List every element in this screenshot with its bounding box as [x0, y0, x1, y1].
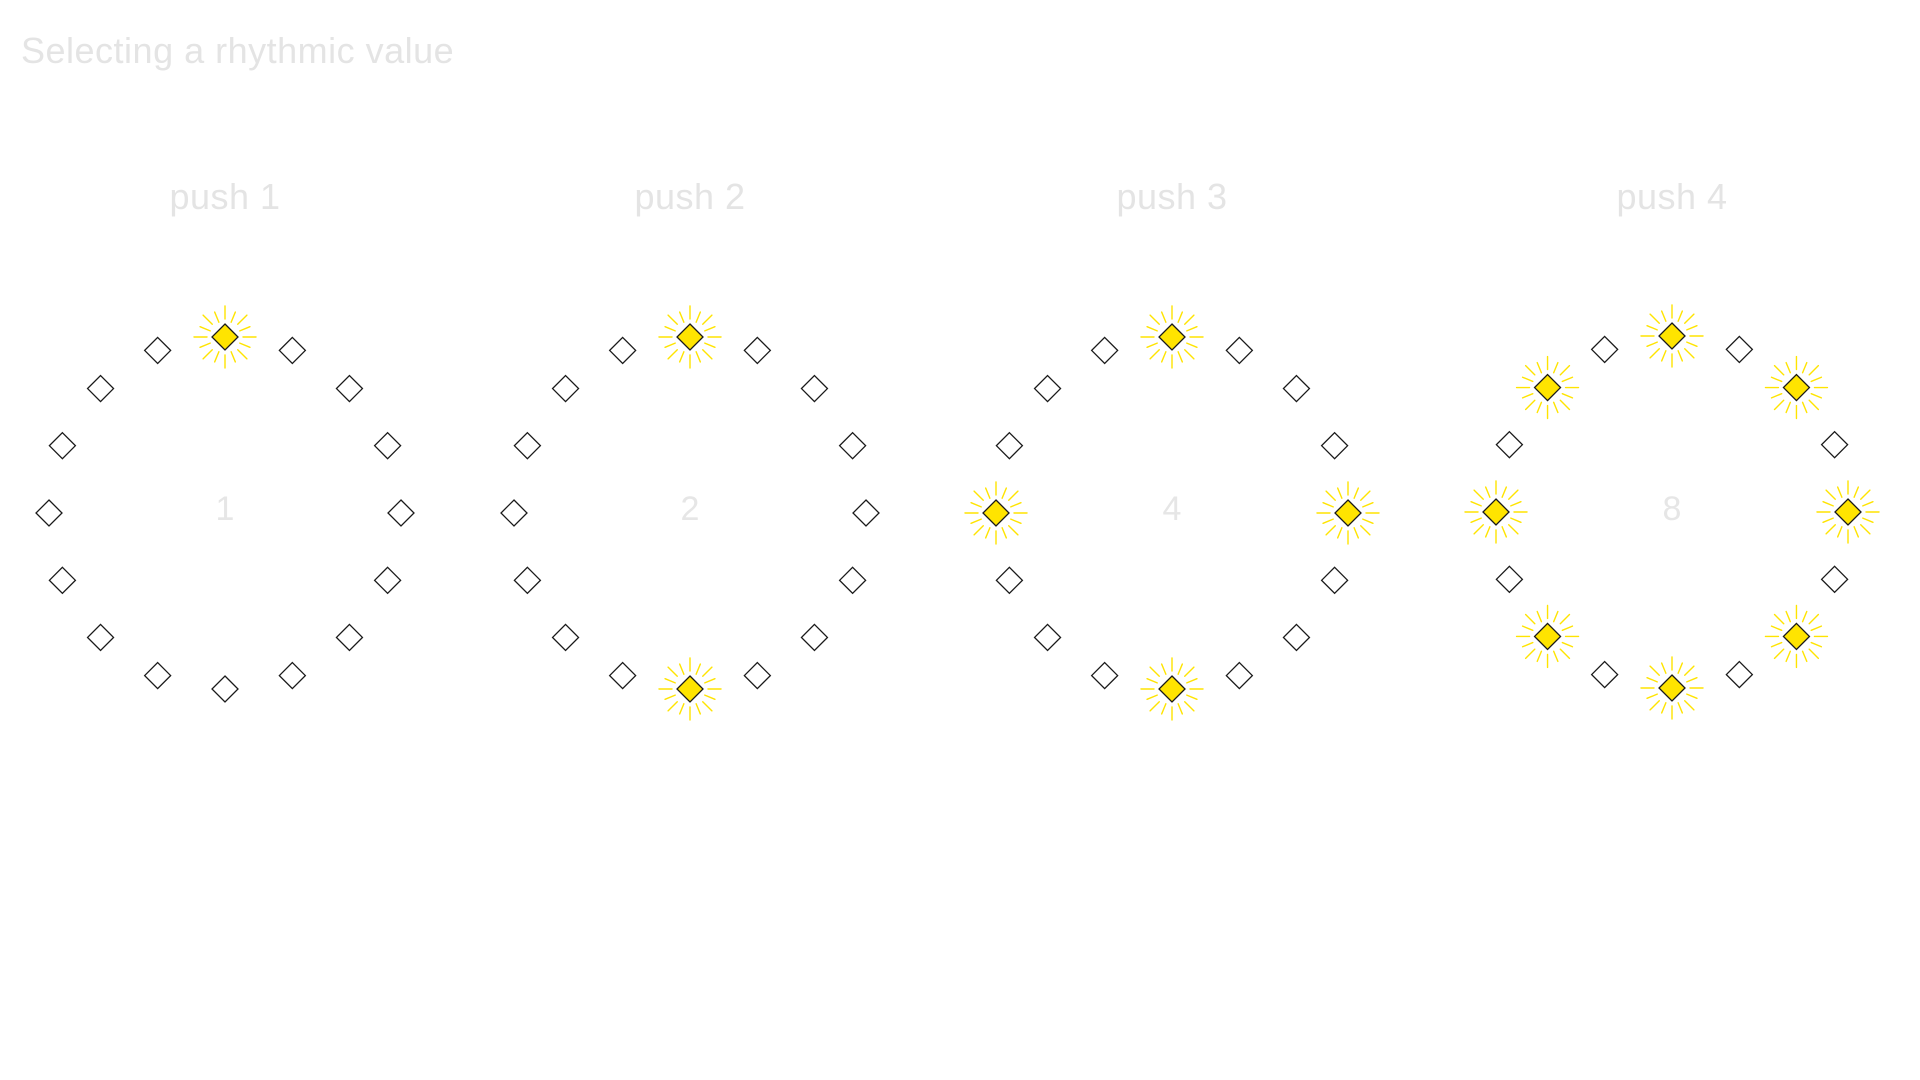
- step-indicator: [800, 374, 829, 403]
- step-indicator: [373, 566, 402, 595]
- step-indicator-lit: [1658, 674, 1686, 702]
- glow-rays: [1316, 481, 1380, 545]
- step-indicator: [1495, 565, 1524, 594]
- step-indicator: [838, 566, 867, 595]
- step-indicator: [1725, 660, 1754, 689]
- step-indicator: [1320, 566, 1349, 595]
- step-indicator-lit: [676, 323, 704, 351]
- step-indicator: [143, 661, 172, 690]
- glow-rays: [1464, 480, 1528, 544]
- step-indicator-lit: [1482, 498, 1510, 526]
- step-indicator: [1320, 431, 1349, 460]
- step-indicator: [1090, 336, 1119, 365]
- panel-label-push-4: push 4: [1616, 176, 1728, 217]
- step-ring-3: [964, 305, 1380, 721]
- step-indicator-lit: [1533, 622, 1562, 651]
- step-indicator: [1495, 430, 1524, 459]
- glow-rays: [1515, 604, 1580, 669]
- glow-rays: [1764, 604, 1829, 669]
- ring-value-1: 1: [215, 490, 235, 528]
- step-ring-1: [35, 305, 415, 703]
- panel-label-push-2: push 2: [634, 176, 746, 217]
- step-indicator: [211, 675, 239, 703]
- step-indicator-lit: [1334, 499, 1362, 527]
- step-indicator: [278, 661, 307, 690]
- step-indicator-lit: [1533, 373, 1562, 402]
- glow-rays: [1816, 480, 1880, 544]
- step-indicator: [500, 499, 528, 527]
- glow-rays: [1140, 305, 1204, 369]
- step-indicator: [48, 566, 77, 595]
- step-indicator-lit: [1782, 373, 1811, 402]
- ring-value-2: 2: [680, 490, 700, 528]
- step-indicator: [335, 374, 364, 403]
- glow-rays: [658, 657, 722, 721]
- panel-label-push-1: push 1: [169, 176, 281, 217]
- step-indicator-lit: [676, 675, 704, 703]
- step-indicator: [1820, 565, 1849, 594]
- step-indicator-lit: [1834, 498, 1862, 526]
- step-indicator: [513, 566, 542, 595]
- step-indicator-lit: [1158, 675, 1186, 703]
- step-indicator: [335, 623, 364, 652]
- step-indicator: [1033, 623, 1062, 652]
- panel-label-push-3: push 3: [1116, 176, 1228, 217]
- step-indicator: [278, 336, 307, 365]
- step-indicator: [387, 499, 415, 527]
- step-indicator: [743, 661, 772, 690]
- step-indicator: [48, 431, 77, 460]
- glow-rays: [1140, 657, 1204, 721]
- step-ring-2: [500, 305, 880, 721]
- glow-rays: [1515, 355, 1580, 420]
- glow-rays: [964, 481, 1028, 545]
- step-indicator: [1725, 335, 1754, 364]
- ring-value-3: 4: [1162, 490, 1182, 528]
- glow-rays: [193, 305, 257, 369]
- step-indicator: [743, 336, 772, 365]
- page-title: Selecting a rhythmic value: [21, 30, 455, 71]
- step-indicator: [1590, 335, 1619, 364]
- step-indicator-lit: [1782, 622, 1811, 651]
- step-indicator: [1282, 623, 1311, 652]
- step-ring-4: [1464, 304, 1880, 720]
- step-indicator: [608, 661, 637, 690]
- step-indicator: [86, 374, 115, 403]
- step-indicator: [1225, 661, 1254, 690]
- step-indicator: [513, 431, 542, 460]
- step-indicator: [551, 374, 580, 403]
- step-indicator: [800, 623, 829, 652]
- glow-rays: [1640, 656, 1704, 720]
- glow-rays: [658, 305, 722, 369]
- step-indicator: [551, 623, 580, 652]
- step-indicator-lit: [211, 323, 239, 351]
- step-indicator: [1282, 374, 1311, 403]
- step-indicator: [838, 431, 867, 460]
- ring-value-4: 8: [1662, 490, 1682, 528]
- step-indicator: [995, 566, 1024, 595]
- glow-rays: [1764, 355, 1829, 420]
- step-indicator: [1033, 374, 1062, 403]
- step-indicator: [1090, 661, 1119, 690]
- step-indicator-lit: [1158, 323, 1186, 351]
- step-indicator: [1820, 430, 1849, 459]
- step-indicator: [852, 499, 880, 527]
- glow-rays: [1640, 304, 1704, 368]
- step-indicator: [143, 336, 172, 365]
- step-indicator: [373, 431, 402, 460]
- step-indicator-lit: [982, 499, 1010, 527]
- step-indicator: [1590, 660, 1619, 689]
- step-indicator: [1225, 336, 1254, 365]
- step-indicator: [86, 623, 115, 652]
- step-indicator: [995, 431, 1024, 460]
- step-indicator: [608, 336, 637, 365]
- step-indicator-lit: [1658, 322, 1686, 350]
- step-indicator: [35, 499, 63, 527]
